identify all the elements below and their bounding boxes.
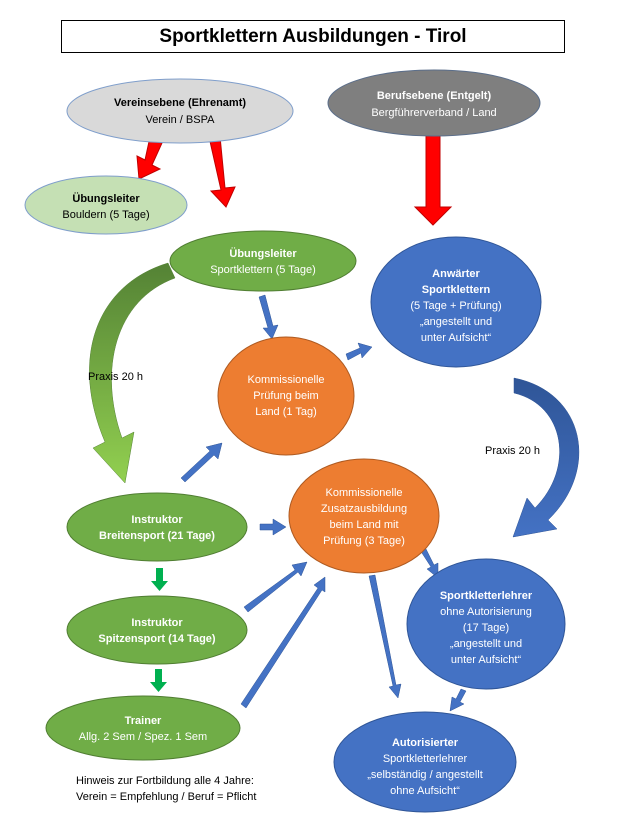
- red-arrow-beruf-to-anwaerter: [413, 129, 453, 226]
- sklehrer-aut-line3: „selbständig / angestellt: [367, 769, 483, 781]
- curved-arrow-right: [512, 377, 580, 538]
- arrow-ul-to-pruefung: [258, 294, 279, 340]
- anwaerter-line3: (5 Tage + Prüfung): [410, 300, 501, 312]
- komm-zusatz-line4: Prüfung (3 Tage): [323, 535, 405, 547]
- arrow-zusatz-to-sklehrer-aut: [368, 574, 402, 699]
- sklehrer-ohne-line5: unter Aufsicht“: [451, 654, 522, 666]
- trainer-line2: Allg. 2 Sem / Spez. 1 Sem: [79, 731, 207, 743]
- node-berufsebene: [327, 69, 541, 137]
- sklehrer-aut-line2: Sportkletterlehrer: [383, 753, 468, 765]
- komm-zusatz-line3: beim Land mit: [329, 519, 398, 531]
- note-line2: Verein = Empfehlung / Beruf = Pflicht: [76, 791, 257, 803]
- node-ul-bouldern: [24, 175, 188, 235]
- komm-pruefung-line1: Kommissionelle: [247, 374, 324, 386]
- sklehrer-ohne-line2: ohne Autorisierung: [440, 606, 532, 618]
- anwaerter-line4: „angestellt und: [420, 316, 492, 328]
- berufsebene-line2: Bergführerverband / Land: [371, 107, 496, 119]
- ul-sportklettern-line1: Übungsleiter: [229, 247, 297, 260]
- arrow-breiten-to-pruefung: [180, 442, 223, 483]
- instr-spitzen-line2: Spitzensport (14 Tage): [98, 633, 215, 645]
- sklehrer-ohne-line3: (17 Tage): [463, 622, 509, 634]
- node-sklehrer-ohne: [406, 558, 566, 690]
- node-instr-spitzen: [66, 595, 248, 665]
- arrow-breiten-to-zusatz: [259, 518, 287, 536]
- title-box: Sportklettern Ausbildungen - Tirol: [61, 20, 565, 53]
- arrow-sklehrer-ohne-to-aut: [449, 688, 467, 712]
- komm-pruefung-line3: Land (1 Tag): [255, 406, 317, 418]
- anwaerter-line2: Sportklettern: [422, 284, 491, 296]
- note-line1: Hinweis zur Fortbildung alle 4 Jahre:: [76, 775, 254, 787]
- arrow-breiten-to-spitzen: [151, 568, 168, 591]
- ul-bouldern-line1: Übungsleiter: [72, 192, 140, 205]
- arrow-spitzen-to-trainer: [150, 669, 167, 692]
- sklehrer-ohne-line1: Sportkletterlehrer: [440, 590, 533, 602]
- curved-arrow-left: [89, 262, 176, 484]
- vereinsebene-line1: Vereinsebene (Ehrenamt): [114, 97, 246, 109]
- ul-bouldern-line2: Bouldern (5 Tage): [62, 209, 149, 221]
- komm-pruefung-line2: Prüfung beim: [253, 390, 318, 402]
- node-ul-sportklettern: [169, 230, 357, 292]
- node-komm-pruefung: [217, 336, 355, 456]
- arrow-pruefung-to-anwaerter: [345, 342, 373, 361]
- anwaerter-line5: unter Aufsicht“: [421, 332, 492, 344]
- arrow-zusatz-to-sklehrer-ohne: [419, 546, 439, 579]
- arrow-trainer-to-zusatz: [240, 576, 326, 709]
- praxis-label-right: Praxis 20 h: [485, 445, 541, 457]
- node-trainer: [45, 695, 241, 761]
- node-anwaerter: [370, 236, 542, 368]
- vereinsebene-line2: Verein / BSPA: [146, 114, 216, 126]
- sklehrer-ohne-line4: „angestellt und: [450, 638, 522, 650]
- node-vereinsebene: [66, 78, 294, 144]
- instr-breiten-line1: Instruktor: [131, 514, 183, 526]
- node-sklehrer-aut: [333, 711, 517, 813]
- node-komm-zusatz: [288, 458, 440, 574]
- red-arrow-verein-to-bouldern: [136, 136, 163, 180]
- sklehrer-aut-line1: Autorisierter: [392, 737, 459, 749]
- instr-breiten-line2: Breitensport (21 Tage): [99, 530, 215, 542]
- komm-zusatz-line1: Kommissionelle: [325, 487, 402, 499]
- sklehrer-aut-line4: ohne Aufsicht“: [390, 785, 460, 797]
- anwaerter-line1: Anwärter: [432, 268, 480, 280]
- trainer-line1: Trainer: [125, 715, 162, 727]
- instr-spitzen-line1: Instruktor: [131, 617, 183, 629]
- berufsebene-line1: Berufsebene (Entgelt): [377, 90, 492, 102]
- page-title: Sportklettern Ausbildungen - Tirol: [159, 25, 467, 47]
- node-instr-breiten: [66, 492, 248, 562]
- ul-sportklettern-line2: Sportklettern (5 Tage): [210, 264, 316, 276]
- komm-zusatz-line2: Zusatzausbildung: [321, 503, 407, 515]
- arrow-spitzen-to-zusatz: [243, 561, 308, 613]
- praxis-label-left: Praxis 20 h: [88, 371, 144, 383]
